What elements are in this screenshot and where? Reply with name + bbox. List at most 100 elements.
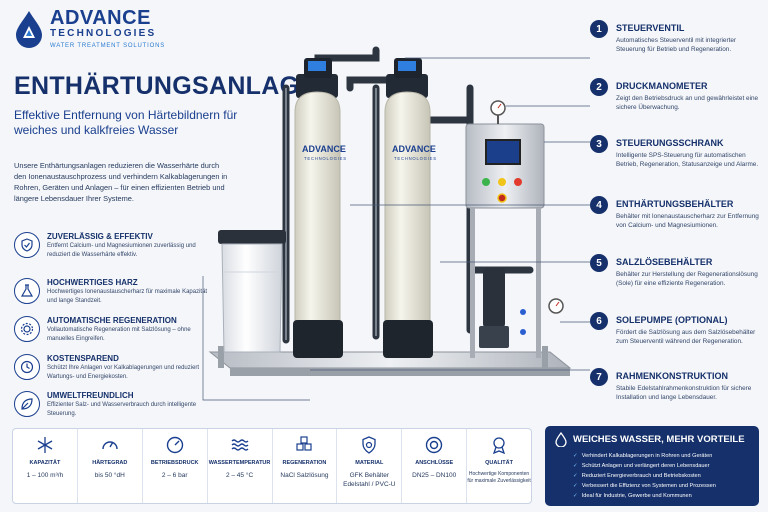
benefits-list: ✓ Verhindert Kalkablagerungen in Rohren u… (573, 451, 749, 501)
spec-value: DN25 – DN100 (412, 472, 457, 479)
benefit-item: ✓Schützt Anlagen und verlängert deren Le… (573, 461, 749, 471)
benefit-text: Schützt Anlagen und verlängert deren Leb… (581, 463, 710, 469)
cubes-icon (296, 436, 313, 451)
step-desc: Behälter zur Herstellung der Regeneratio… (616, 271, 758, 287)
spec-item: KAPAZITÄT 1 – 100 m³/h (13, 429, 78, 503)
check-icon: ✓ (573, 493, 578, 499)
spec-value: 2 – 45 °C (225, 472, 254, 479)
check-icon: ✓ (573, 483, 578, 489)
benefit-text: Verhindert Kalkablagerungen in Rohren un… (581, 453, 713, 459)
award-icon (493, 437, 506, 455)
brand-logo: ADVANCE TECHNOLOGIES WATER TREATMENT SOL… (14, 8, 165, 49)
callout-solepumpe: 6 SOLEPUMPE (OPTIONAL) Fördert die Salzl… (590, 312, 766, 346)
step-number: 3 (590, 135, 608, 153)
control-cabinet (465, 123, 545, 358)
pressure-gauge (548, 298, 564, 314)
callout-enthaertungsbehaelter: 4 ENTHÄRTUNGSBEHÄLTER Behälter mit Ionen… (590, 196, 766, 230)
snowflake-icon (37, 437, 53, 453)
page-subtitle: Effektive Entfernung von Härtebildnern f… (14, 108, 238, 137)
spec-label: QUALITÄT (485, 460, 513, 466)
step-desc: Behälter mit Ionenaustauscherharz zur En… (616, 213, 759, 229)
step-number: 2 (590, 78, 608, 96)
spec-value: 2 – 6 bar (161, 472, 188, 479)
feature-item: KOSTENSPAREND Schützt Ihre Anlagen vor K… (14, 354, 214, 381)
brand-name: ADVANCE (50, 7, 151, 29)
water-drop-logo-icon (16, 10, 42, 48)
step-title: ENTHÄRTUNGSBEHÄLTER (616, 199, 734, 209)
softener-tank-1: ADVANCE TECHNOLOGIES (293, 58, 347, 358)
callout-druckmanometer: 2 DRUCKMANOMETER Zeigt den Betriebsdruck… (590, 78, 766, 112)
spec-value: NaCl Salzlösung (280, 472, 329, 479)
page-title: ENTHÄRTUNGSANLAGE (14, 72, 317, 100)
benefit-item: ✓Ideal für Industrie, Gewerbe und Kommun… (573, 491, 749, 501)
benefit-text: Reduziert Energieverbrauch und Betriebsk… (581, 473, 701, 479)
spec-label: HÄRTEGRAD (92, 460, 128, 466)
spec-item: HÄRTEGRAD bis 50 °dH (78, 429, 143, 503)
status-light-green (482, 178, 490, 186)
gauge-icon (102, 441, 118, 450)
spec-item: QUALITÄT Hochwertige Komponenten für max… (467, 429, 531, 503)
water-drop-icon (555, 432, 567, 447)
spec-label: BETRIEBSDRUCK (150, 460, 199, 466)
status-light-red (514, 178, 522, 186)
clock-icon (14, 354, 40, 380)
piping (285, 88, 377, 340)
spec-label: ANSCHLÜSSE (415, 460, 454, 466)
feature-title: ZUVERLÄSSIG & EFFEKTIV (47, 232, 153, 241)
brine-tank (218, 230, 286, 353)
pressure-gauge (490, 100, 506, 124)
spec-bar: KAPAZITÄT 1 – 100 m³/h HÄRTEGRAD bis 50 … (12, 428, 532, 504)
brand-sub: TECHNOLOGIES (50, 28, 157, 39)
callout-steuerungsschrank: 3 STEUERUNGSSCHRANK Intelligente SPS-Ste… (590, 135, 766, 169)
step-desc: Zeigt den Betriebsdruck an und gewährlei… (616, 95, 759, 111)
spec-label: KAPAZITÄT (29, 460, 61, 466)
brine-pump (479, 268, 526, 348)
check-icon: ✓ (573, 473, 578, 479)
feature-desc: Effizienter Salz- und Wasserverbrauch du… (47, 402, 197, 417)
feature-title: HOCHWERTIGES HARZ (47, 278, 138, 287)
step-title: STEUERVENTIL (616, 23, 685, 33)
step-title: SOLEPUMPE (OPTIONAL) (616, 315, 728, 325)
benefit-item: ✓Verhindert Kalkablagerungen in Rohren u… (573, 451, 749, 461)
step-title: STEUERUNGSSCHRANK (616, 138, 724, 148)
feature-item: UMWELTFREUNDLICH Effizienter Salz- und W… (14, 391, 214, 418)
gear-icon (14, 316, 40, 342)
spec-value: GFK Behälter Edelstahl / PVC-U (343, 472, 396, 488)
flask-icon (14, 278, 40, 304)
leaf-icon (14, 391, 40, 417)
benefit-item: ✓Verbessert die Effizienz von Systemen u… (573, 481, 749, 491)
spec-item: ANSCHLÜSSE DN25 – DN100 (402, 429, 468, 503)
callout-lines (202, 57, 590, 401)
step-desc: Intelligente SPS-Steuerung für automatis… (616, 152, 759, 168)
svg-text:ADVANCE: ADVANCE (392, 144, 436, 154)
step-desc: Automatisches Steuerventil mit integrier… (616, 37, 737, 53)
spec-label: MATERIAL (355, 460, 384, 466)
spec-value: 1 – 100 m³/h (26, 472, 64, 479)
feature-desc: Vollautomatische Regeneration mit Salzlö… (47, 327, 191, 342)
step-number: 4 (590, 196, 608, 214)
spec-item: BETRIEBSDRUCK 2 – 6 bar (143, 429, 208, 503)
benefit-text: Verbessert die Effizienz von Systemen un… (581, 483, 716, 489)
pressure-gauge-icon (166, 436, 183, 454)
step-title: DRUCKMANOMETER (616, 81, 708, 91)
brand-tagline: WATER TREATMENT SOLUTIONS (50, 43, 166, 49)
svg-text:TECHNOLOGIES: TECHNOLOGIES (304, 156, 347, 161)
spec-label: REGENERATION (282, 460, 327, 466)
spec-label: WASSERTEMPERATUR (208, 460, 271, 466)
feature-item: HOCHWERTIGES HARZ Hochwertiges Ionenaust… (14, 278, 214, 305)
shield-icon (362, 436, 376, 454)
intro-text: Unsere Enthärtungsanlagen reduzieren die… (14, 161, 228, 203)
waves-icon (231, 439, 249, 451)
step-title: SALZLÖSEBEHÄLTER (616, 257, 713, 267)
step-desc: Stabile Edelstahlrahmenkonstruktion für … (616, 385, 752, 401)
spec-item: WASSERTEMPERATUR 2 – 45 °C (208, 429, 273, 503)
feature-item: ZUVERLÄSSIG & EFFEKTIV Entfernt Calcium-… (14, 232, 214, 259)
step-desc: Fördert die Salzlösung aus dem Salzlöseb… (616, 329, 756, 345)
step-number: 5 (590, 254, 608, 272)
tank-brand-label: ADVANCE (302, 144, 346, 154)
svg-text:TECHNOLOGIES: TECHNOLOGIES (394, 156, 437, 161)
benefit-item: ✓Reduziert Energieverbrauch und Betriebs… (573, 471, 749, 481)
callout-salzloesebehaelter: 5 SALZLÖSEBEHÄLTER Behälter zur Herstell… (590, 254, 766, 288)
softener-illustration: ADVANCE TECHNOLOGIES ADVANCE TECHNOLOGIE… (202, 46, 590, 401)
shield-check-icon (14, 232, 40, 258)
